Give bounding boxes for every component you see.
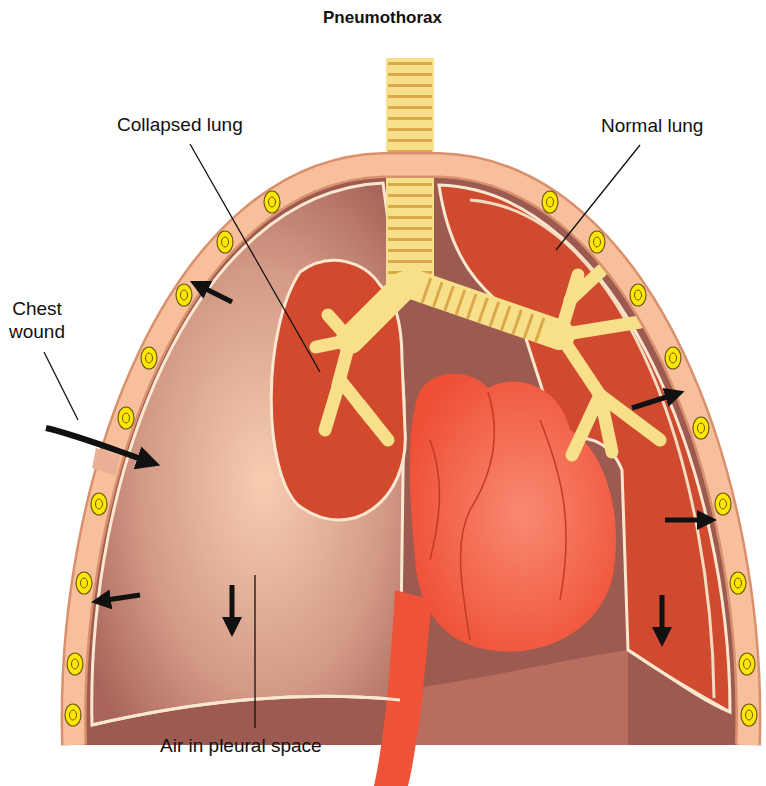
- collapsed-lung: [271, 260, 405, 520]
- diagram-title: Pneumothorax: [323, 8, 442, 28]
- vena-cava: [374, 590, 432, 786]
- part-label: Chest wound: [2, 298, 72, 344]
- leader-line: [44, 144, 640, 728]
- diaphragm: [628, 650, 730, 712]
- part-label: Air in pleural space: [160, 735, 322, 758]
- pressure-arrow: [100, 285, 708, 638]
- heart-vessel-line: [430, 440, 439, 560]
- air-entry-arrow: [46, 428, 150, 462]
- part-label: Collapsed lung: [117, 114, 243, 137]
- rib: [65, 191, 757, 726]
- heart-vessel-line: [540, 420, 566, 600]
- chest-wall: [74, 165, 749, 745]
- heart: [410, 374, 616, 652]
- heart-vessel-line: [461, 392, 495, 640]
- mediastinum-floor: [400, 650, 628, 745]
- rib-inner: [70, 197, 753, 720]
- part-label: Normal lung: [601, 115, 703, 138]
- diaphragm: [92, 696, 400, 725]
- chest-wall: [74, 165, 749, 745]
